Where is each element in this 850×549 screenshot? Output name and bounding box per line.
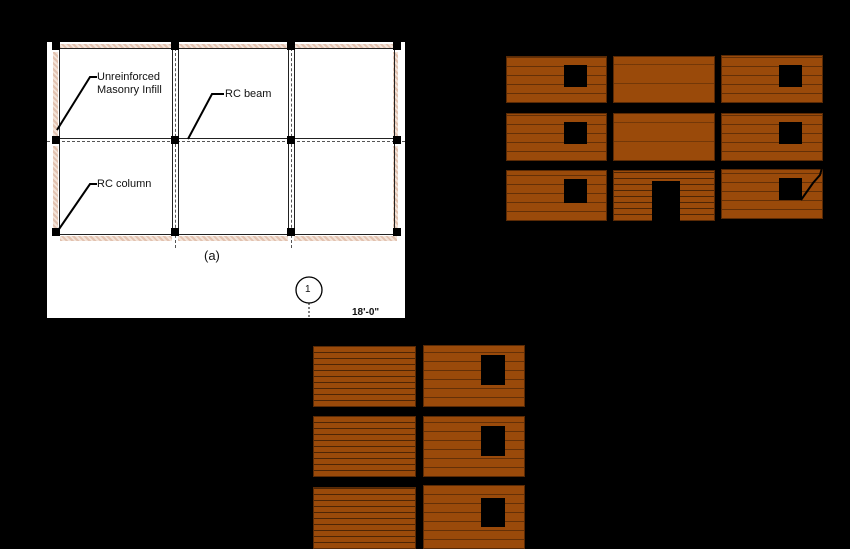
- window-opening: [564, 179, 587, 203]
- rc-column: [171, 42, 179, 50]
- rc-beam-bottom: [56, 234, 396, 235]
- leader-lines: [56, 76, 323, 318]
- infill-bottom-3: [294, 236, 397, 241]
- rc-beam-middle: [56, 138, 396, 139]
- grid-marker-label: 1: [305, 284, 311, 295]
- grid-line-middle: [47, 141, 405, 142]
- brick-panel: [506, 56, 607, 103]
- window-opening: [779, 122, 802, 144]
- brick-panel: [313, 487, 416, 549]
- infill-left-2: [53, 146, 58, 232]
- rc-column: [393, 228, 401, 236]
- rc-beam-top: [56, 48, 396, 49]
- rc-column: [52, 136, 60, 144]
- infill-top-1: [60, 44, 172, 49]
- infill-left-1: [53, 52, 58, 138]
- door-opening: [652, 181, 680, 222]
- infill-top-3: [294, 44, 397, 49]
- rc-column: [287, 42, 295, 50]
- grid-line-3: [291, 48, 292, 248]
- infill-top-2: [178, 44, 288, 49]
- window-opening: [564, 65, 587, 87]
- window-opening: [481, 426, 505, 456]
- brick-panel: [313, 416, 416, 477]
- brick-panel: [423, 485, 525, 549]
- brick-panel: [613, 113, 715, 161]
- brick-panel: [313, 346, 416, 407]
- rc-frame-plan: Unreinforced Masonry Infill RC beam RC c…: [47, 42, 405, 318]
- brick-panel: [613, 170, 715, 222]
- crack-line: [800, 149, 828, 201]
- brick-panel: [721, 55, 823, 103]
- rc-column: [393, 136, 401, 144]
- brick-panel: [721, 113, 823, 161]
- infill-right-1: [393, 52, 398, 138]
- rc-column: [287, 228, 295, 236]
- infill-right-2: [393, 146, 398, 232]
- rc-column: [171, 228, 179, 236]
- figure-caption: (a): [204, 248, 220, 263]
- rc-column: [52, 42, 60, 50]
- infill-bottom-2: [178, 236, 288, 241]
- rc-column: [171, 136, 179, 144]
- brick-panel: [721, 169, 823, 219]
- elevation-3x3: [505, 55, 828, 225]
- brick-panel: [506, 170, 607, 221]
- window-opening: [779, 178, 802, 200]
- dimension-label: 18'-0": [352, 307, 380, 318]
- window-opening: [481, 355, 505, 385]
- label-line-1: Unreinforced: [97, 71, 160, 83]
- label-line-2: Masonry Infill: [97, 84, 162, 96]
- rc-column: [287, 136, 295, 144]
- window-opening: [564, 122, 587, 144]
- brick-panel: [613, 56, 715, 103]
- label-unreinforced-masonry-infill: Unreinforced Masonry Infill: [97, 71, 162, 97]
- rc-column: [393, 42, 401, 50]
- rc-column: [52, 228, 60, 236]
- label-rc-column: RC column: [97, 178, 152, 190]
- window-opening: [481, 498, 505, 527]
- brick-panel: [423, 416, 525, 477]
- infill-bottom-1: [60, 236, 172, 241]
- brick-panel: [506, 113, 607, 161]
- elevation-3x2: [312, 345, 525, 549]
- window-opening: [779, 65, 802, 87]
- label-rc-beam: RC beam: [225, 88, 272, 100]
- grid-line-2: [175, 48, 176, 248]
- brick-panel: [423, 345, 525, 407]
